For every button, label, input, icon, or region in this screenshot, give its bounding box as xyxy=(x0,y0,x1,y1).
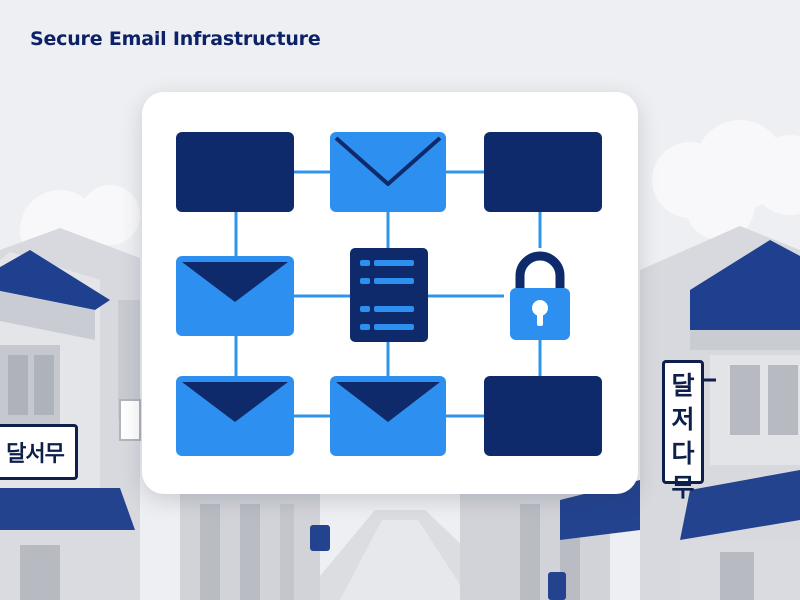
connector-lines xyxy=(234,170,542,418)
page-title: Secure Email Infrastructure xyxy=(30,28,321,50)
envelope-icon xyxy=(330,132,446,212)
dark-block-top-left xyxy=(176,132,294,212)
envelope-icon xyxy=(176,376,294,456)
envelope-icon xyxy=(330,376,446,456)
sign-char: 다 xyxy=(671,439,695,468)
email-network-diagram xyxy=(176,132,602,456)
sign-char: 저 xyxy=(671,405,695,434)
shop-sign-right: 달 저 다 무 xyxy=(662,360,704,502)
envelope-icon xyxy=(176,256,294,336)
sign-char: 무 xyxy=(671,473,695,502)
shop-sign-left: 달서무 xyxy=(0,424,78,480)
dark-block-bottom-right xyxy=(484,376,602,456)
sign-char: 달 xyxy=(671,371,695,400)
server-icon xyxy=(350,248,428,342)
lock-icon xyxy=(510,251,570,340)
dark-block-top-right xyxy=(484,132,602,212)
